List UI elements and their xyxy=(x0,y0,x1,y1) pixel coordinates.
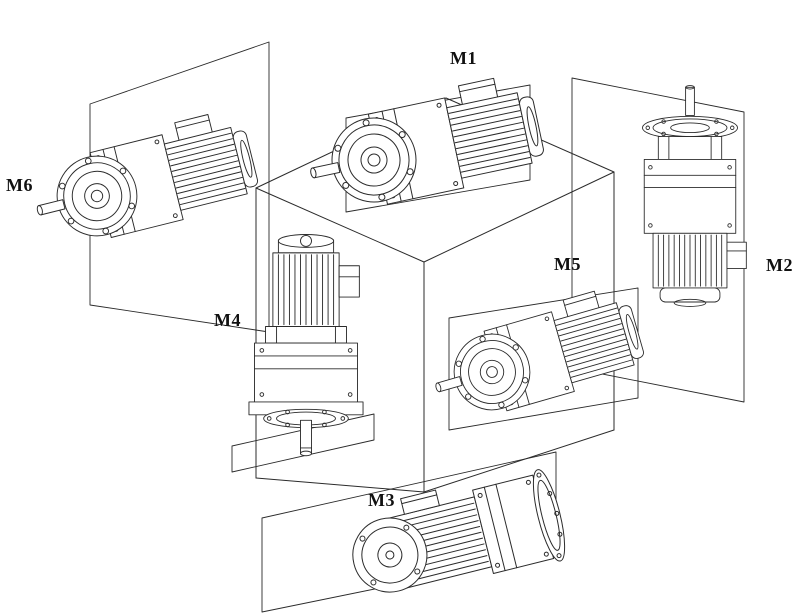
gearmotor-m5 xyxy=(435,290,644,412)
label-m3: M3 xyxy=(368,490,395,510)
label-m5: M5 xyxy=(554,254,581,274)
gearmotor-m6 xyxy=(36,114,259,238)
label-m1: M1 xyxy=(450,48,477,68)
gearmotor-m4 xyxy=(248,234,364,457)
gearmotor-m1 xyxy=(310,77,544,205)
gearmotor-m2 xyxy=(642,85,747,307)
gearmotor-m3 xyxy=(352,469,566,593)
label-m4: M4 xyxy=(214,310,241,330)
label-m6: M6 xyxy=(6,175,33,195)
label-m2: M2 xyxy=(766,255,793,275)
